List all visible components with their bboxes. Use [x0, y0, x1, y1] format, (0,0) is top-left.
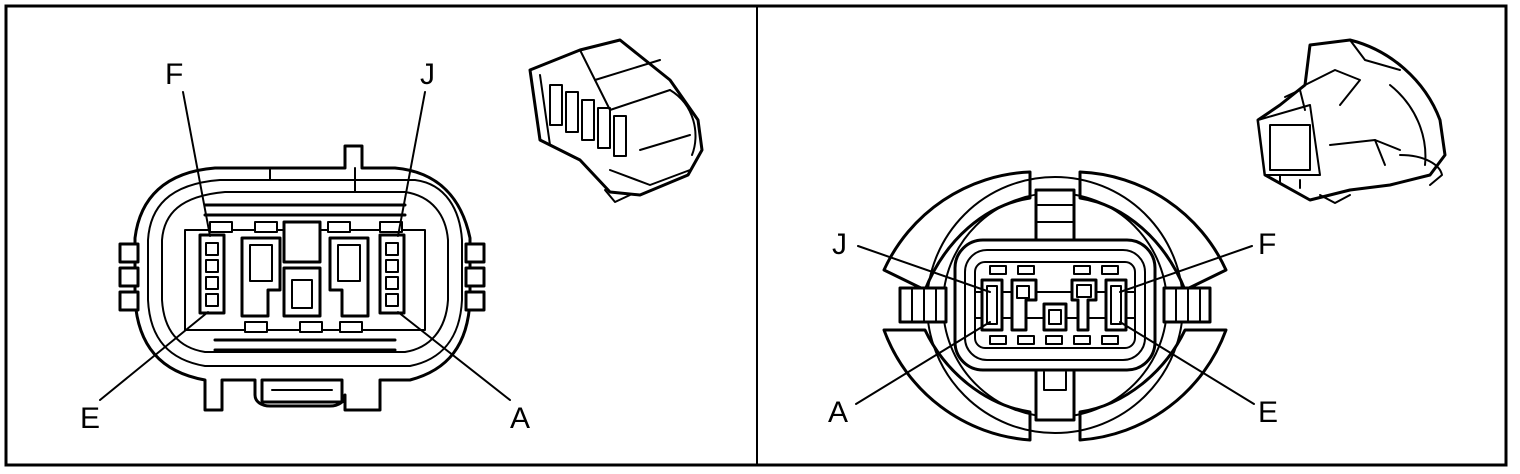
right-label-f: F: [1258, 228, 1276, 261]
left-label-a: A: [510, 402, 530, 435]
right-label-a: A: [828, 396, 848, 429]
right-connector-face: [882, 170, 1228, 442]
left-leader-lines: [99, 91, 511, 401]
right-leader-lines: [855, 245, 1255, 405]
right-connector-inset: [1256, 38, 1447, 204]
left-connector-inset: [528, 38, 704, 203]
right-label-j: J: [832, 228, 847, 261]
left-label-e: E: [80, 402, 100, 435]
left-label-j: J: [420, 58, 435, 91]
left-connector-face: [118, 144, 486, 412]
right-label-e: E: [1258, 396, 1278, 429]
left-label-f: F: [165, 58, 183, 91]
